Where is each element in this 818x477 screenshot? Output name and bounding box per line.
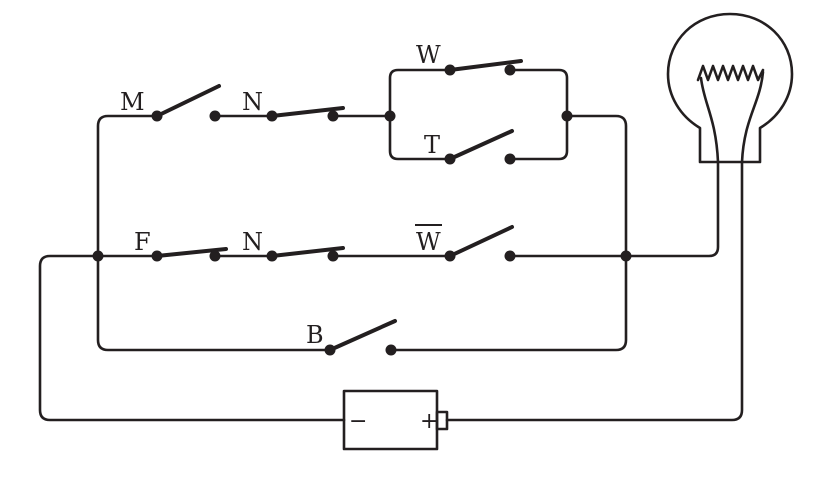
switch-n-top-contact	[327, 110, 339, 122]
switch-w-bar-blade	[448, 225, 514, 258]
bulb-right-lead	[740, 70, 765, 164]
switch-t-contact	[504, 153, 516, 165]
switch-t-pivot	[444, 153, 456, 165]
switch-w-top-blade	[448, 59, 523, 72]
parallel-right-wire	[508, 68, 569, 161]
switch-n-mid-label: N	[242, 228, 263, 256]
switch-f-pivot	[151, 250, 163, 262]
parallel-left-wire	[388, 68, 452, 161]
junction-parallel-left	[384, 110, 396, 122]
battery-positive-sign: +	[420, 409, 438, 434]
switch-labels: M N W T F N W B	[120, 41, 442, 349]
left-rail-wire	[96, 114, 332, 352]
wire-to-battery-negative	[38, 254, 346, 422]
switch-n-mid-contact	[327, 250, 339, 262]
switch-t-blade	[448, 129, 514, 161]
switch-m-pivot	[151, 110, 163, 122]
switch-w-top-pivot	[444, 64, 456, 76]
junction-parallel-right	[561, 110, 573, 122]
switch-w-top-label: W	[416, 41, 441, 69]
bulb-left-lead	[699, 76, 720, 164]
switch-f-label: F	[134, 228, 151, 256]
switch-f-contact	[209, 250, 221, 262]
switch-n-top-label: N	[242, 88, 263, 116]
switch-b-label: B	[306, 321, 324, 349]
wire-to-bulb	[624, 160, 720, 258]
contact-nodes	[92, 64, 632, 356]
junction-right	[620, 250, 632, 262]
light-bulb	[666, 12, 794, 164]
junction-left	[92, 250, 104, 262]
wire-battery-positive-to-bulb	[445, 160, 744, 422]
switch-w-bar-pivot	[444, 250, 456, 262]
switch-w-bar-label: W	[416, 228, 441, 256]
switch-n-top-pivot	[266, 110, 278, 122]
switch-b-contact	[385, 344, 397, 356]
switch-m-label: M	[120, 88, 145, 116]
switch-n-mid-blade	[270, 246, 345, 258]
switch-blades	[155, 59, 523, 352]
switch-m-contact	[209, 110, 221, 122]
switch-m-blade	[155, 84, 221, 118]
switch-t-label: T	[424, 131, 440, 159]
right-rail-wire	[391, 114, 628, 352]
switch-b-blade	[328, 319, 397, 352]
switch-n-top-blade	[270, 106, 345, 118]
bulb-filament-icon	[696, 64, 765, 82]
switch-w-bar-contact	[504, 250, 516, 262]
switch-b-pivot	[324, 344, 336, 356]
switch-n-mid-pivot	[266, 250, 278, 262]
switch-f-blade	[155, 247, 228, 258]
battery-terminal-icon	[435, 410, 449, 431]
battery-negative-sign: −	[349, 409, 367, 434]
battery: − +	[342, 389, 449, 451]
switch-w-top-contact	[504, 64, 516, 76]
bulb-glass-icon	[666, 12, 794, 164]
